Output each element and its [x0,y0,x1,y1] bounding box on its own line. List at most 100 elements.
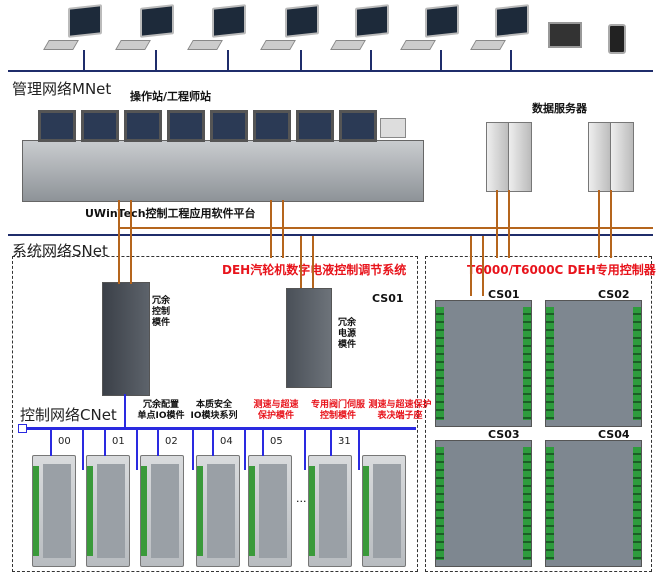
snet-line [8,234,653,236]
workstation-monitor-icon [68,4,102,38]
network-link [282,200,284,258]
module-type-label: 专用阀门伺服 控制模件 [310,400,365,421]
cnet-drop [136,430,138,470]
module-address: 01 [112,436,125,447]
module-address: 05 [270,436,283,447]
cnet-drop [50,430,52,456]
server-icon [588,122,612,192]
printer-icon [380,118,406,138]
mnet-label: 管理网络MNet [12,80,112,98]
network-link [130,236,132,284]
network-link [496,190,498,258]
workstation-monitor-icon [212,4,246,38]
server-icon [508,122,532,192]
network-link [270,200,272,258]
redundant-controller-module [102,282,150,396]
io-module [308,455,352,567]
workstation-monitor-icon [355,4,389,38]
keyboard-icon [187,40,223,50]
t6000-controller [435,300,532,427]
console-screen [210,110,248,142]
console-screen [339,110,377,142]
keyboard-icon [330,40,366,50]
snet-label: 系统网络SNet [12,242,108,260]
module-type-label: 测速与超速 保护模件 [253,400,299,421]
t6000-controller [545,300,642,427]
controller-cabinet-label: CS03 [488,428,520,441]
console-screen [253,110,291,142]
network-link [312,236,314,288]
controller-cabinet-label: CS02 [598,288,630,301]
network-link [598,190,600,258]
redundant-power-module [286,288,332,388]
workstation-monitor-icon [285,4,319,38]
network-link [130,200,132,258]
mnet-drop [300,50,302,70]
controller-cnet-link [124,394,126,428]
module-address: 04 [220,436,233,447]
workstation-monitor-icon [495,4,529,38]
phone-icon [608,24,626,54]
cnet-drop [212,430,214,456]
io-module [362,455,406,567]
t6000-controller [545,440,642,567]
io-module [86,455,130,567]
mnet-drop [227,50,229,70]
network-link [470,236,472,296]
mnet-drop [155,50,157,70]
data-server-label: 数据服务器 [532,102,587,115]
cnet-drop [104,430,106,456]
mnet-drop [83,50,85,70]
keyboard-icon [115,40,151,50]
network-link [118,236,120,284]
io-module [32,455,76,567]
cnet-label: 控制网络CNet [20,406,117,424]
cnet-drop [358,430,360,470]
console-screen [124,110,162,142]
server-icon [486,122,510,192]
cnet-drop [192,430,194,470]
cnet-line [26,427,416,430]
workstation-monitor-icon [140,4,174,38]
network-link [118,200,120,258]
cnet-terminator [18,424,27,433]
deh-system-title: DEH汽轮机数字电液控制调节系统 [222,263,407,277]
cnet-drop [262,430,264,456]
module-type-label: 测速与超速保护 表决端子座 [368,400,432,421]
operator-console [22,140,424,202]
module-address: 00 [58,436,71,447]
controller-cabinet-label: CS01 [488,288,520,301]
laptop-icon [548,22,582,48]
network-link [610,190,612,258]
module-address: 31 [338,436,351,447]
redundant-power-label: 冗余 电源 模件 [338,318,357,350]
workstations-label: 操作站/工程师站 [130,90,212,103]
mnet-line [8,70,653,72]
keyboard-icon [400,40,436,50]
controller-cabinet-label: CS04 [598,428,630,441]
keyboard-icon [43,40,79,50]
io-module [140,455,184,567]
t6000-title: T6000/T6000C DEH专用控制器 [467,263,656,277]
t6000-box [425,256,652,572]
workstation-monitor-icon [425,4,459,38]
keyboard-icon [260,40,296,50]
t6000-controller [435,440,532,567]
console-screen [296,110,334,142]
ellipsis: ... [296,492,307,505]
deh-system-box [12,256,418,572]
network-link [482,236,484,296]
cnet-drop [304,430,306,470]
network-link [508,190,510,258]
platform-label: UWinTech控制工程应用软件平台 [85,207,256,220]
keyboard-icon [470,40,506,50]
module-type-label: 本质安全 IO模块系列 [190,400,238,421]
network-link [118,227,653,229]
console-screen [167,110,205,142]
io-module [196,455,240,567]
cnet-drop [244,430,246,470]
cnet-drop [82,430,84,470]
mnet-drop [440,50,442,70]
mnet-drop [370,50,372,70]
console-screen [38,110,76,142]
